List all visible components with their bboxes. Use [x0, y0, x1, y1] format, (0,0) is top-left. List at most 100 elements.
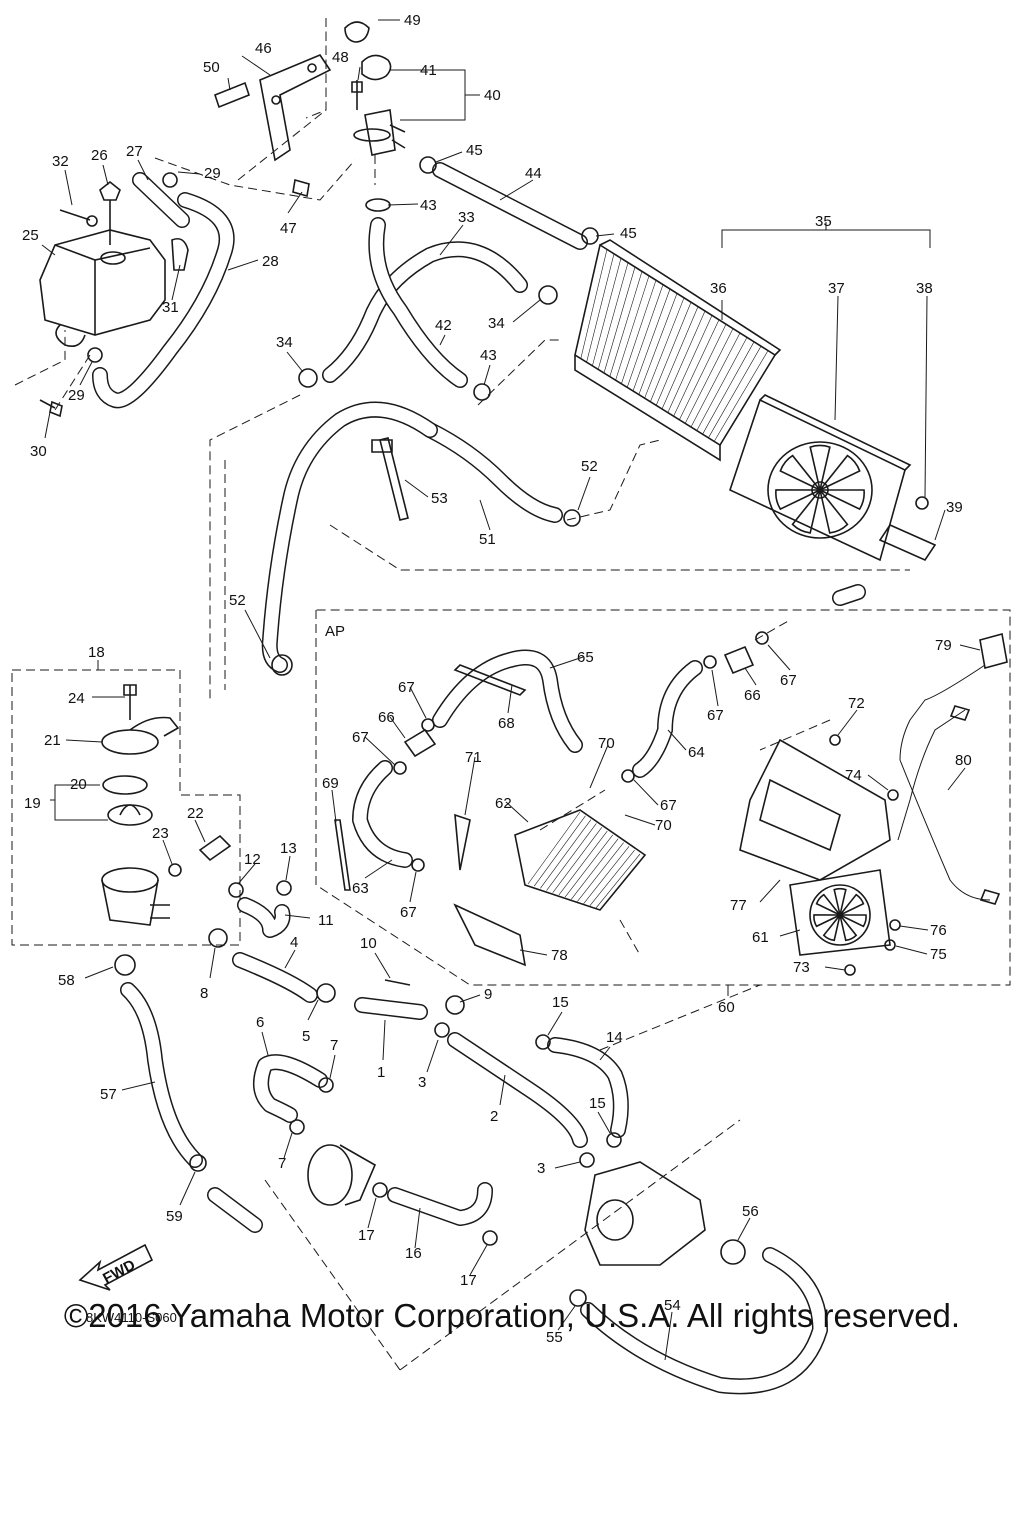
clamp-43: [473, 383, 491, 401]
clamps-7: [289, 1077, 334, 1135]
callout-37: 37: [828, 280, 845, 297]
fasteners-72-76: [829, 734, 901, 976]
fan-blade: [822, 914, 841, 942]
callout-3b: 3: [537, 1160, 545, 1177]
callout-6: 6: [256, 1014, 264, 1031]
callout-71: 71: [465, 749, 482, 766]
callout-72: 72: [848, 695, 865, 712]
callout-45a: 45: [466, 142, 483, 159]
cooler-fin-line: [546, 823, 597, 891]
callout-54: 54: [664, 1297, 681, 1314]
radiator-fin-line: [609, 271, 643, 377]
callout-29a: 29: [204, 165, 221, 182]
hose-57: [120, 982, 203, 1168]
ap-group-label: AP: [325, 623, 345, 640]
cooler-fin-line: [540, 819, 592, 889]
coolant-reservoir-tank: [39, 229, 166, 348]
callout-46: 46: [255, 40, 272, 57]
callout-20: 20: [70, 776, 87, 793]
cooler-fin-line: [577, 842, 624, 902]
clamps-34: [298, 285, 558, 388]
callout-18: 18: [88, 644, 105, 661]
radiator-filler-neck: [353, 109, 406, 156]
fan-blade: [819, 489, 849, 534]
radiator-fin-line: [667, 315, 713, 413]
callout-70a: 70: [598, 735, 615, 752]
callout-74: 74: [845, 767, 862, 784]
pump-16: [307, 1144, 377, 1206]
clamps-17: [372, 1182, 498, 1246]
callout-17b: 17: [460, 1272, 477, 1289]
radiator-fin-line: [580, 249, 608, 359]
callout-57: 57: [100, 1086, 117, 1103]
oil-cooler-62: [514, 809, 647, 911]
cooler-fin-line: [552, 827, 603, 893]
callout-38: 38: [916, 280, 933, 297]
callout-25: 25: [22, 227, 39, 244]
callout-45b: 45: [620, 225, 637, 242]
radiator-fin-line: [673, 319, 720, 417]
clamp-55: [569, 1289, 587, 1307]
callout-64: 64: [688, 744, 705, 761]
callout-67f: 67: [400, 904, 417, 921]
thermostat-19: [107, 804, 153, 826]
overflow-hose-28: [92, 192, 235, 409]
callout-69: 69: [322, 775, 339, 792]
callout-60: 60: [718, 999, 735, 1016]
bolt-48: [351, 80, 363, 110]
fan-blade: [779, 454, 821, 491]
clamp-58: [114, 954, 136, 976]
bracket-77: [739, 738, 891, 881]
radiator-fin-line: [597, 262, 629, 370]
radiator-fin-line: [586, 253, 615, 363]
callout-34a: 34: [488, 315, 505, 332]
pipe-stub: [207, 1187, 263, 1233]
fan-connector: [878, 523, 937, 562]
callout-14: 14: [606, 1029, 623, 1046]
reference-lines: [11, 18, 1011, 1371]
tie-69: [334, 819, 351, 891]
hose-11: [237, 897, 291, 938]
cooler-fin-line: [583, 846, 630, 904]
callout-23: 23: [152, 825, 169, 842]
cooler-fin-line: [564, 834, 613, 898]
cooler-fin-line: [571, 838, 619, 900]
radiator-fin-line: [644, 297, 685, 399]
callout-11: 11: [318, 912, 334, 929]
callout-9: 9: [484, 986, 492, 1003]
callout-13: 13: [280, 840, 297, 857]
callout-63: 63: [352, 880, 369, 897]
copyright-notice: ©2016 Yamaha Motor Corporation, U.S.A. A…: [63, 1297, 961, 1334]
fan-blade: [791, 489, 821, 534]
strap-53: [371, 437, 409, 521]
hose-65: [432, 649, 583, 753]
fan-61: [789, 869, 891, 956]
clamps-3: [434, 1022, 595, 1168]
callout-68: 68: [498, 715, 515, 732]
fan-blade: [809, 444, 831, 491]
hose-14: [547, 1037, 629, 1138]
clip-50: [214, 81, 250, 109]
bracket-78: [453, 903, 527, 967]
callout-1: 1: [377, 1064, 385, 1081]
callout-61: 61: [752, 929, 769, 946]
hose-4: [232, 952, 318, 1003]
long-hose-52: [261, 401, 438, 673]
reservoir-cap: [99, 180, 121, 245]
callout-78: 78: [551, 947, 568, 964]
thermostat-housing: [101, 867, 170, 926]
callout-30: 30: [30, 443, 47, 460]
callout-67e: 67: [660, 797, 677, 814]
callout-7b: 7: [278, 1155, 286, 1172]
pipe-1: [354, 995, 465, 1020]
radiator-fin-line: [650, 302, 692, 402]
hose-51: [422, 422, 563, 523]
radiator-fin-line: [632, 288, 671, 392]
fan-blade: [813, 914, 841, 928]
callout-35: 35: [815, 213, 832, 230]
fwd-arrow: FWD: [78, 1243, 154, 1291]
callout-19: 19: [24, 795, 41, 812]
callout-70b: 70: [655, 817, 672, 834]
callout-28: 28: [262, 253, 279, 270]
